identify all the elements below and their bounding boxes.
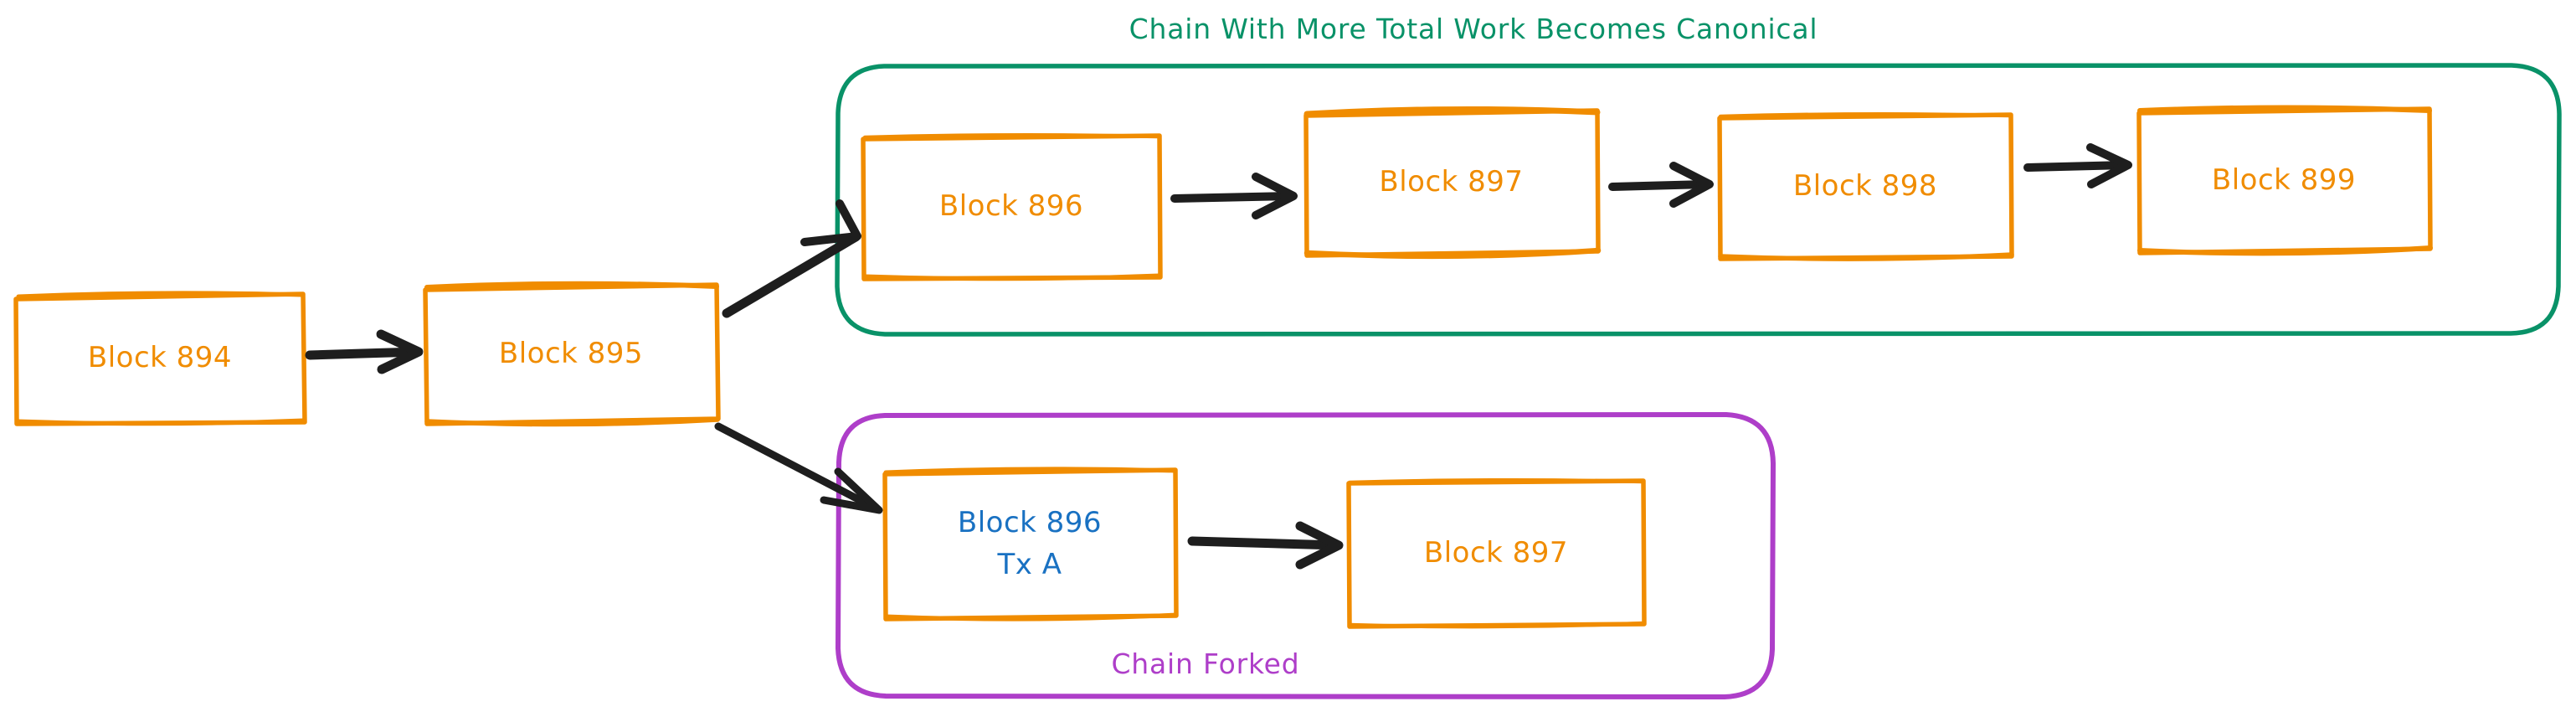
- arrow-forked-896-to-897: [1187, 521, 1344, 570]
- canonical-block-897-box[interactable]: [1303, 106, 1602, 260]
- canonical-block-896-box[interactable]: [861, 132, 1163, 281]
- arrow-canonical-898-to-899: [2023, 143, 2132, 188]
- block-895-box[interactable]: [423, 281, 721, 427]
- canonical-block-898-box[interactable]: [1717, 111, 2014, 261]
- block-894-box[interactable]: [13, 291, 307, 426]
- canonical-chain-group-border: [835, 63, 2562, 337]
- arrow-895-to-forked-896: [714, 422, 883, 514]
- arrow-canonical-896-to-897: [1170, 173, 1298, 219]
- canonical-block-899-box[interactable]: [2136, 105, 2433, 256]
- forked-block-896-box[interactable]: [882, 467, 1179, 622]
- arrow-canonical-897-to-898: [1608, 162, 1714, 208]
- forked-chain-group-border: [836, 412, 1776, 699]
- arrow-895-to-canonical-896: [722, 199, 861, 318]
- forked-block-897-box[interactable]: [1346, 477, 1647, 629]
- arrow-894-to-895: [305, 329, 424, 374]
